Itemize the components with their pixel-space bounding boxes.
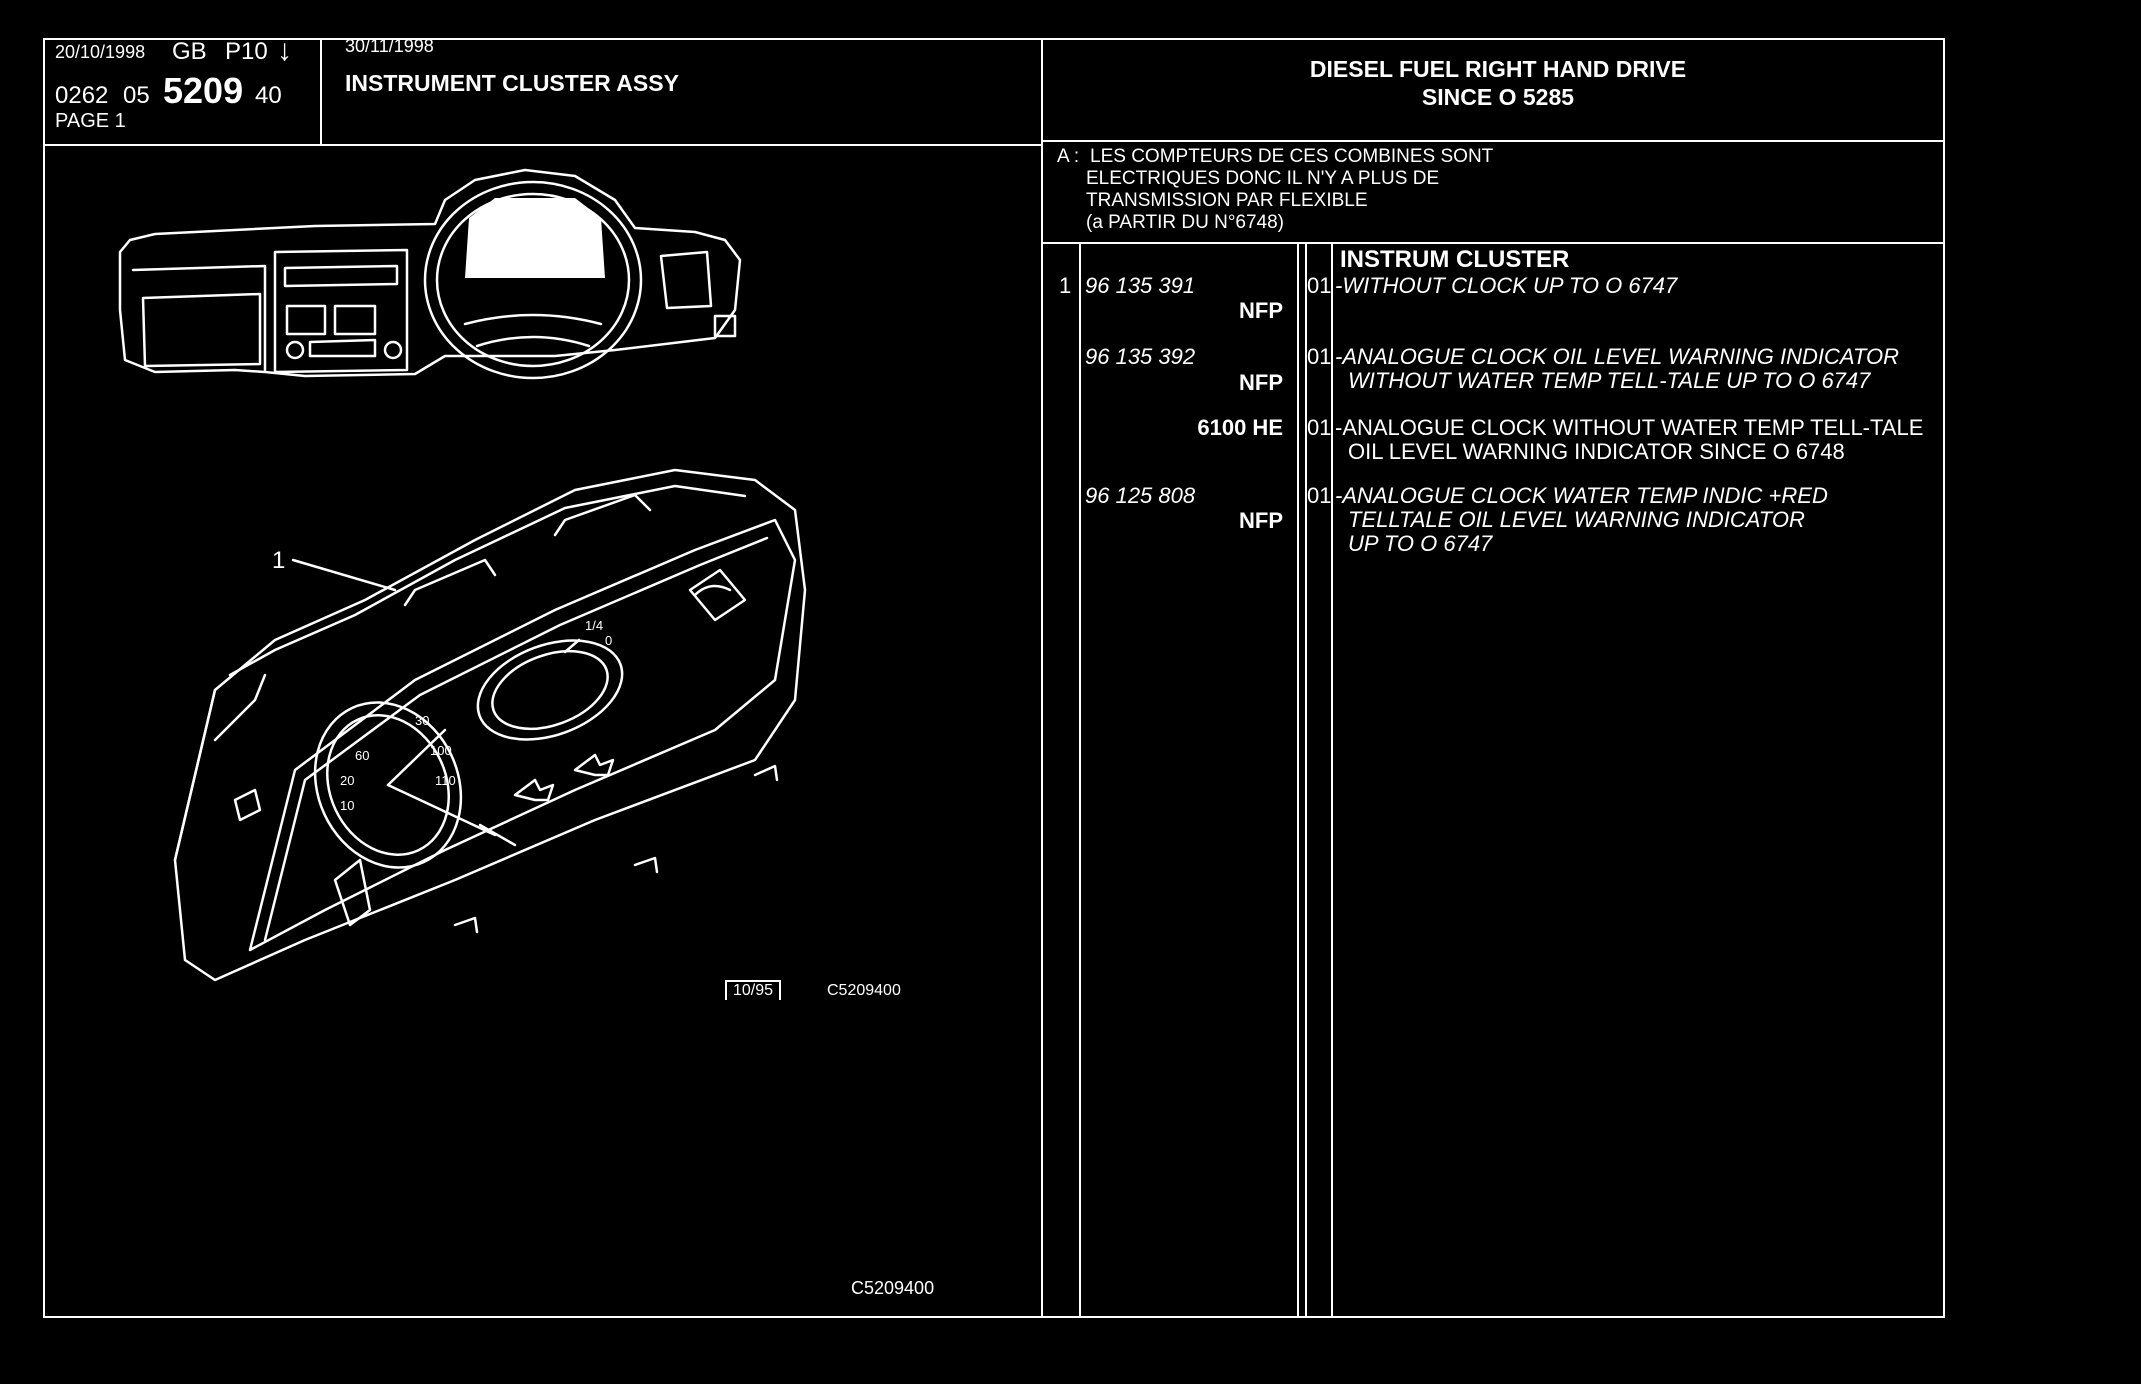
row-2-desc-1: -ANALOGUE CLOCK OIL LEVEL WARNING INDICA… bbox=[1335, 344, 1899, 369]
row-2-desc-2: WITHOUT WATER TEMP TELL-TALE UP TO O 674… bbox=[1348, 368, 1871, 393]
parts-col-qty-right bbox=[1331, 242, 1333, 1318]
gauge-label-8: 0 bbox=[605, 633, 612, 648]
row-4-desc-2: TELLTALE OIL LEVEL WARNING INDICATOR bbox=[1348, 507, 1805, 532]
gauge-label-2: 30 bbox=[415, 713, 429, 728]
parts-col-qty-left bbox=[1305, 242, 1307, 1318]
date-printed: 20/10/1998 bbox=[55, 42, 146, 62]
gauge-label-6: 10 bbox=[340, 798, 354, 813]
parts-col-item bbox=[1079, 242, 1081, 1318]
note-line-4: (a PARTIR DU N°6748) bbox=[1086, 212, 1285, 233]
note-line-3: TRANSMISSION PAR FLEXIBLE bbox=[1086, 190, 1368, 211]
parts-group-title: INSTRUM CLUSTER bbox=[1340, 246, 1570, 273]
callout-number: 1 bbox=[272, 547, 285, 574]
section-title: INSTRUMENT CLUSTER ASSY bbox=[345, 70, 679, 96]
gauge-label-5: 60 bbox=[355, 748, 369, 763]
footer-ref: C5209400 bbox=[851, 1278, 935, 1298]
instrument-cluster-illustration: 1 20 30 100 110 60 10 1/4 0 bbox=[173, 468, 807, 982]
row-4-part-number: 96 125 808 bbox=[1085, 483, 1196, 508]
note-label: A : bbox=[1057, 146, 1080, 167]
arrow-down-icon: ↓ bbox=[277, 34, 292, 67]
page-label: PAGE 1 bbox=[55, 110, 126, 132]
row-3-qty: 01 bbox=[1307, 415, 1332, 440]
note-bottom-rule bbox=[1041, 242, 1945, 244]
header-bottom-rule-left bbox=[45, 144, 1041, 146]
row-3-code: 6100 HE bbox=[1197, 415, 1283, 440]
ref-group: 05 bbox=[123, 82, 150, 109]
parts-col-partno bbox=[1297, 242, 1299, 1318]
applicability-line-2: SINCE O 5285 bbox=[1421, 84, 1575, 110]
gauge-label-3: 100 bbox=[430, 743, 452, 758]
ref-prefix: 0262 bbox=[55, 82, 109, 109]
catalog-code: P10 bbox=[225, 38, 268, 65]
header-bottom-rule-right bbox=[1041, 140, 1945, 142]
row-2-qty: 01 bbox=[1307, 344, 1332, 369]
stamp-date: 10/95 bbox=[725, 980, 782, 1000]
dashboard-illustration bbox=[118, 168, 742, 380]
row-3-desc-2: OIL LEVEL WARNING INDICATOR SINCE O 6748 bbox=[1348, 439, 1845, 464]
row-4-code: NFP bbox=[1239, 508, 1283, 533]
gauge-label-4: 110 bbox=[435, 773, 456, 788]
row-2-code: NFP bbox=[1239, 370, 1283, 395]
row-1-item: 1 bbox=[1059, 273, 1072, 298]
row-2-part-number: 96 135 392 bbox=[1085, 344, 1196, 369]
row-1-desc-1: -WITHOUT CLOCK UP TO O 6747 bbox=[1335, 273, 1678, 298]
update-date: 30/11/1998 bbox=[345, 36, 434, 56]
gauge-label-7: 1/4 bbox=[585, 618, 603, 633]
row-4-desc-1: -ANALOGUE CLOCK WATER TEMP INDIC +RED bbox=[1335, 483, 1828, 508]
row-1-code: NFP bbox=[1239, 298, 1283, 323]
header-divider-1 bbox=[320, 40, 322, 144]
main-column-divider bbox=[1041, 40, 1043, 1318]
parts-catalog-sheet: 20/10/1998 GB P10 ↓ 0262 05 5209 40 PAGE… bbox=[43, 34, 1945, 1318]
applicability-line-1: DIESEL FUEL RIGHT HAND DRIVE bbox=[1309, 56, 1687, 82]
lang-code: GB bbox=[172, 38, 207, 65]
row-4-desc-3: UP TO O 6747 bbox=[1348, 531, 1493, 556]
stamp-ref: C5209400 bbox=[827, 982, 901, 999]
note-line-1: LES COMPTEURS DE CES COMBINES SONT bbox=[1090, 146, 1494, 167]
note-line-2: ELECTRIQUES DONC IL N'Y A PLUS DE bbox=[1086, 168, 1440, 189]
ref-main: 5209 bbox=[163, 70, 244, 111]
row-1-qty: 01 bbox=[1307, 273, 1332, 298]
gauge-label-1: 20 bbox=[340, 773, 354, 788]
ref-suffix: 40 bbox=[255, 82, 282, 109]
row-1-part-number: 96 135 391 bbox=[1085, 273, 1196, 298]
row-4-qty: 01 bbox=[1307, 483, 1332, 508]
row-3-desc-1: -ANALOGUE CLOCK WITHOUT WATER TEMP TELL-… bbox=[1335, 415, 1924, 440]
